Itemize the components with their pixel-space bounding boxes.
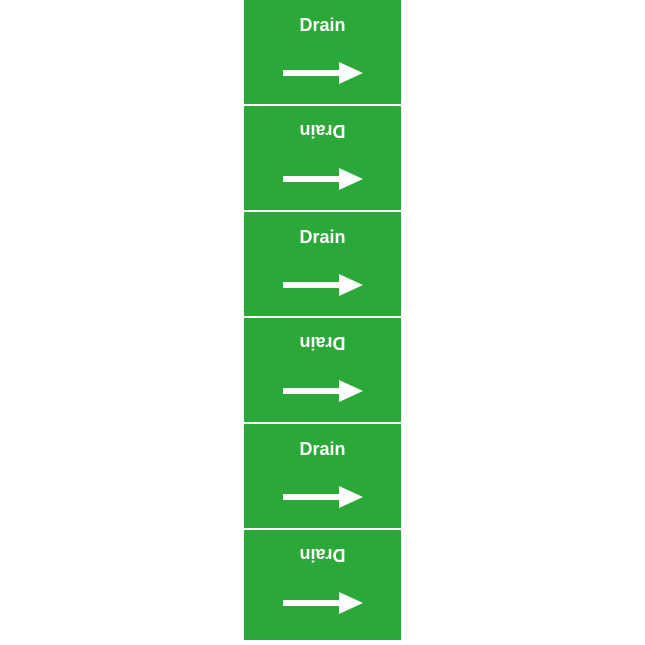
- right-arrow-icon: [283, 486, 363, 508]
- label-text: Drain: [299, 15, 346, 35]
- pipe-marker-label: Drain: [244, 424, 401, 530]
- label-text: Drain: [299, 439, 346, 459]
- pipe-marker-label: Drain: [244, 106, 401, 212]
- right-arrow-icon: [283, 168, 363, 190]
- pipe-marker-label: Drain: [244, 212, 401, 318]
- right-arrow-icon: [283, 62, 363, 84]
- pipe-marker-label: Drain: [244, 530, 401, 640]
- label-text: Drain: [299, 227, 346, 247]
- right-arrow-icon: [283, 592, 363, 614]
- right-arrow-icon: [283, 380, 363, 402]
- label-text-inverted: Drain: [299, 333, 346, 353]
- label-text-inverted: Drain: [299, 545, 346, 565]
- pipe-marker-strip: Drain Drain Drain Drain: [244, 0, 401, 645]
- pipe-marker-label: Drain: [244, 318, 401, 424]
- label-text-inverted: Drain: [299, 121, 346, 141]
- right-arrow-icon: [283, 274, 363, 296]
- pipe-marker-label: Drain: [244, 0, 401, 106]
